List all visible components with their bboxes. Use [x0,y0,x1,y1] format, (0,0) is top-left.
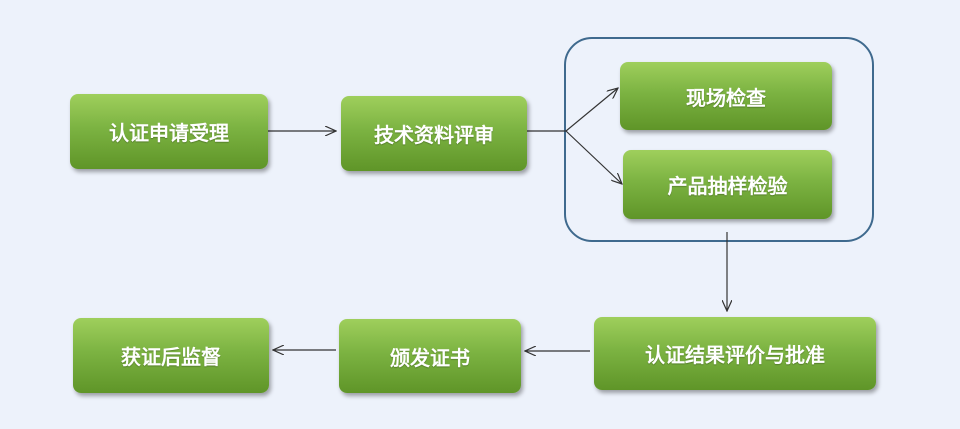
node-supervision-label: 获证后监督 [121,345,221,369]
node-doc-review: 技术资料评审 [341,96,527,171]
node-product-sampling-label: 产品抽样检验 [667,174,788,198]
node-application-label: 认证申请受理 [109,121,229,145]
node-issue-cert: 颁发证书 [339,319,521,393]
node-product-sampling: 产品抽样检验 [623,150,832,219]
arrow-review-to-site-inspection [565,88,618,132]
node-site-inspection: 现场检查 [620,62,832,130]
node-doc-review-label: 技术资料评审 [374,123,494,147]
node-supervision: 获证后监督 [73,318,269,393]
node-evaluation: 认证结果评价与批准 [594,317,876,390]
node-application: 认证申请受理 [70,94,268,169]
node-issue-cert-label: 颁发证书 [390,345,470,370]
inspection-group-frame [564,37,874,242]
node-site-inspection-label: 现场检查 [686,85,766,110]
node-evaluation-label: 认证结果评价与批准 [645,343,825,367]
arrow-review-to-product-sampling [565,130,622,184]
